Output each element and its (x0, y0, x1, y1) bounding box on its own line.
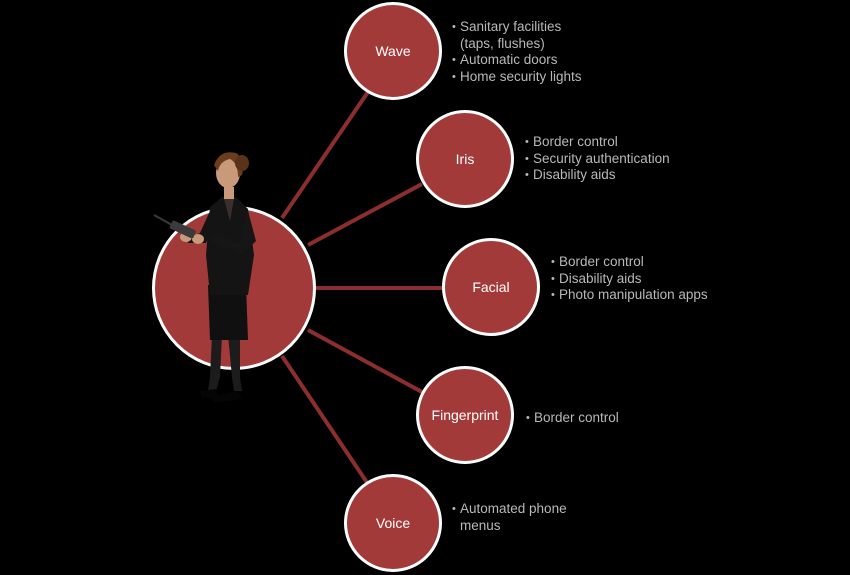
connector-fingerprint (307, 328, 423, 394)
iris-bullet: Disability aids (525, 167, 670, 184)
node-fingerprint: Fingerprint (416, 366, 514, 464)
connector-voice (280, 354, 370, 486)
fingerprint-bullet: Border control (526, 410, 619, 427)
voice-bullet: Automated phone menus (452, 501, 567, 534)
node-facial: Facial (442, 238, 540, 336)
wave-bullet: Sanitary facilities (taps, flushes) (452, 19, 582, 52)
node-facial-label: Facial (472, 279, 510, 295)
node-voice-label: Voice (375, 515, 411, 531)
node-iris-label: Iris (455, 151, 475, 167)
node-iris: Iris (416, 110, 514, 208)
iris-bullet: Border control (525, 134, 670, 151)
wave-bullet: Home security lights (452, 69, 582, 86)
iris-bullets: Border control Security authentication D… (525, 134, 670, 184)
connector-iris (307, 182, 423, 247)
facial-bullet: Disability aids (551, 271, 708, 288)
wave-bullet: Automatic doors (452, 52, 582, 69)
node-voice: Voice (344, 474, 442, 572)
node-wave-label: Wave (375, 43, 411, 59)
iris-bullet: Security authentication (525, 151, 670, 168)
node-fingerprint-label: Fingerprint (431, 407, 499, 423)
facial-bullets: Border control Disability aids Photo man… (551, 254, 708, 304)
node-wave: Wave (344, 2, 442, 100)
wave-bullets: Sanitary facilities (taps, flushes) Auto… (452, 19, 582, 85)
fingerprint-bullets: Border control (526, 410, 619, 427)
businesswoman-illustration (153, 152, 256, 403)
facial-bullet: Border control (551, 254, 708, 271)
facial-bullet: Photo manipulation apps (551, 287, 708, 304)
voice-bullets: Automated phone menus (452, 501, 567, 534)
connector-wave (280, 90, 370, 220)
